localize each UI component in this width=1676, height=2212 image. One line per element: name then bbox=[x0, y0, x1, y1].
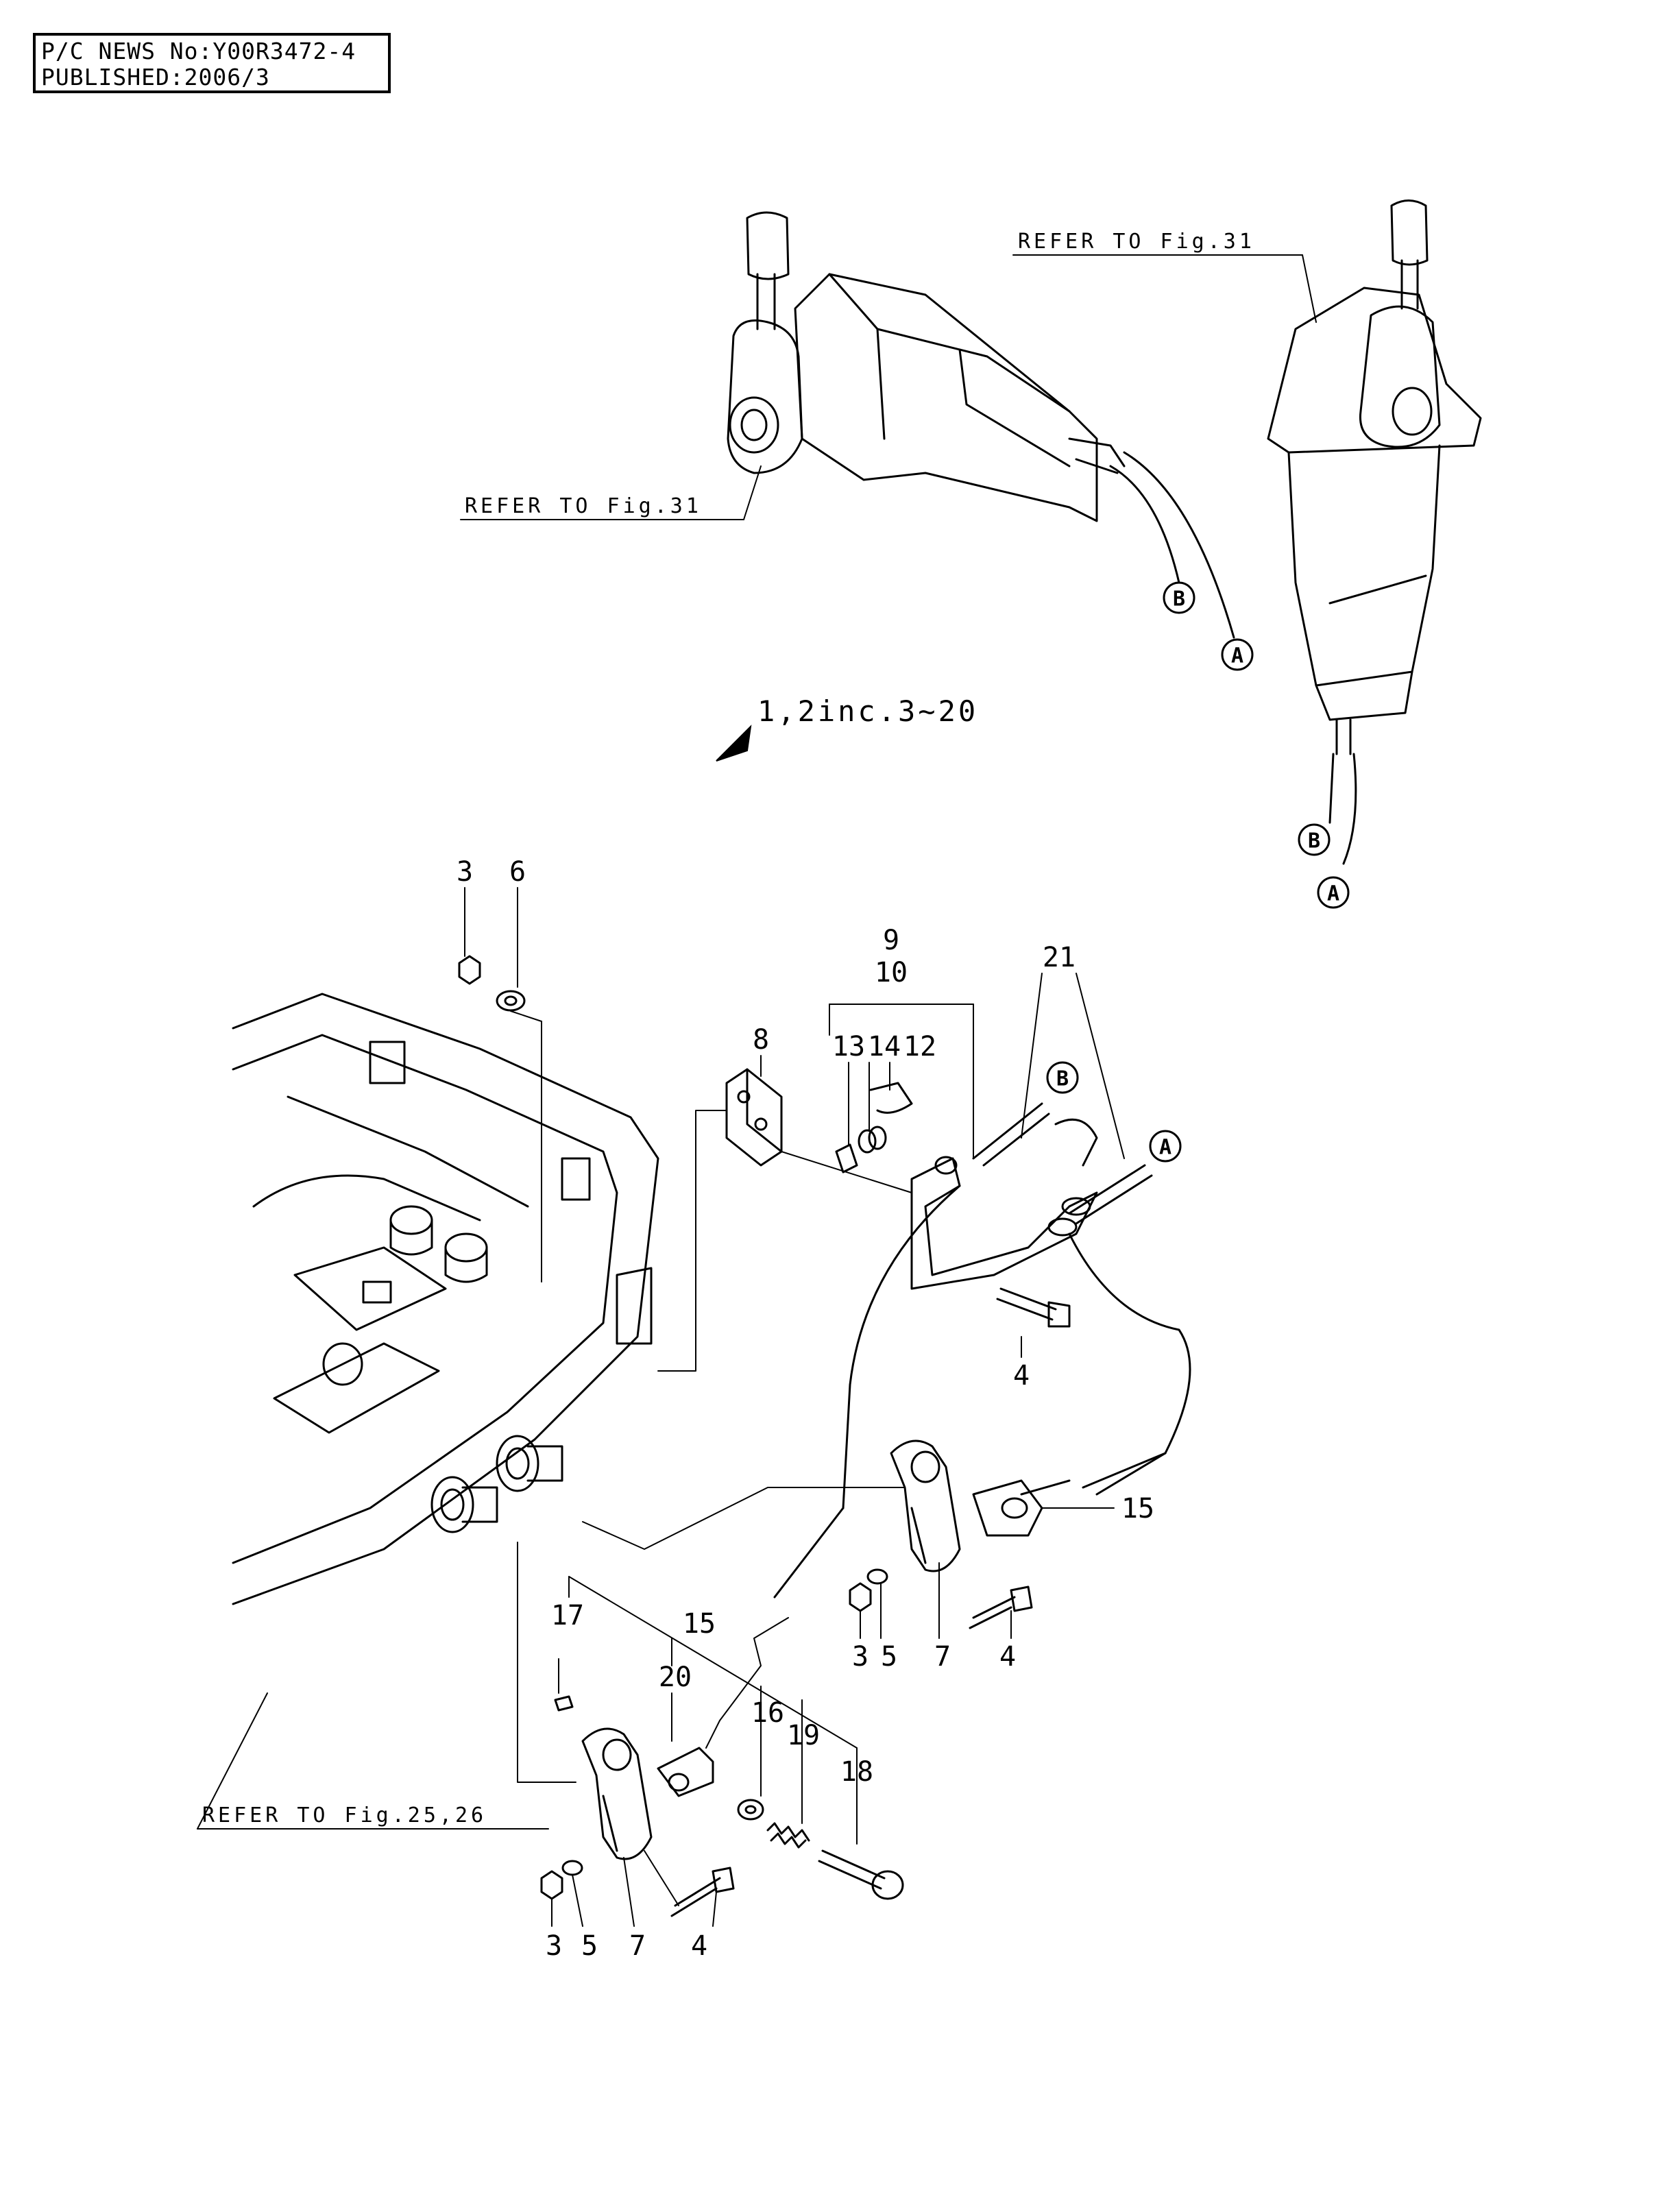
callout-b-top: B bbox=[1173, 587, 1185, 611]
cable-b-link bbox=[842, 1184, 961, 1509]
part-number-12: 12 bbox=[903, 1031, 936, 1062]
part-number-6-top: 6 bbox=[509, 856, 526, 888]
nut-3-washer-6-top bbox=[458, 955, 526, 1012]
refer-top-right: REFER TO Fig.31 bbox=[1018, 230, 1255, 254]
part-number-17: 17 bbox=[551, 1600, 584, 1631]
callout-a-bracket-circle bbox=[1149, 1130, 1182, 1163]
part-number-13: 13 bbox=[832, 1031, 865, 1062]
side-mount-control-box bbox=[727, 211, 1126, 522]
part-number-15-low: 15 bbox=[683, 1608, 716, 1640]
cable-a-link bbox=[1068, 1232, 1191, 1496]
part-number-3-mid: 3 bbox=[852, 1641, 869, 1673]
header-box: P/C NEWS No:Y00R3472-4 PUBLISHED:2006/3 bbox=[33, 33, 391, 93]
part-20-arm bbox=[657, 1747, 714, 1797]
part-number-15-right: 15 bbox=[1121, 1493, 1154, 1524]
lower-rod-link-2 bbox=[1082, 1452, 1167, 1489]
part-number-10: 10 bbox=[875, 957, 908, 988]
callout-a-right-circle bbox=[1317, 876, 1350, 909]
part-number-4-mid: 4 bbox=[1013, 1360, 1030, 1391]
callout-b-right-circle bbox=[1298, 823, 1331, 856]
callout-a-top-circle bbox=[1221, 638, 1254, 671]
part-number-3-low: 3 bbox=[546, 1930, 562, 1962]
part-number-3-top: 3 bbox=[457, 856, 473, 888]
part-13-14-12-hardware bbox=[835, 1082, 913, 1174]
callout-b-bracket: B bbox=[1056, 1067, 1069, 1091]
news-number: P/C NEWS No:Y00R3472-4 bbox=[41, 38, 356, 64]
cowling-shaft-bosses bbox=[430, 1267, 653, 1533]
part-18-pin bbox=[818, 1849, 904, 1900]
part-16-washer bbox=[737, 1799, 764, 1821]
callout-circles bbox=[1046, 581, 1350, 1163]
part-number-7-mid: 7 bbox=[934, 1641, 951, 1673]
callout-b-right: B bbox=[1308, 829, 1320, 853]
callout-a-right: A bbox=[1327, 882, 1339, 906]
cable-a-right bbox=[1342, 753, 1357, 865]
cable-b-right bbox=[1328, 753, 1335, 824]
callout-a-bracket: A bbox=[1159, 1136, 1171, 1160]
part-15-right bbox=[972, 1479, 1071, 1537]
bolt-4-mid bbox=[996, 1287, 1071, 1328]
part-number-7-low: 7 bbox=[629, 1930, 646, 1962]
part-number-20: 20 bbox=[659, 1662, 692, 1693]
lever-7-low bbox=[581, 1727, 653, 1860]
assembly-arrow-icon bbox=[716, 725, 752, 762]
part-17-pin bbox=[554, 1695, 574, 1712]
callout-a-top: A bbox=[1231, 644, 1243, 668]
mid-small-hardware bbox=[849, 1568, 1033, 1629]
refer-top-left: REFER TO Fig.31 bbox=[465, 494, 702, 518]
assembly-label: 1,2inc.3~20 bbox=[757, 694, 978, 728]
refer-bottom-left: REFER TO Fig.25,26 bbox=[202, 1803, 487, 1827]
part-21-rod-ends bbox=[972, 1102, 1153, 1237]
part-number-14: 14 bbox=[868, 1031, 901, 1062]
part-number-5-mid: 5 bbox=[881, 1641, 897, 1673]
part-number-5-low: 5 bbox=[581, 1930, 598, 1962]
part-number-8: 8 bbox=[753, 1024, 769, 1056]
part-number-21: 21 bbox=[1043, 942, 1076, 973]
part-number-19: 19 bbox=[787, 1720, 820, 1751]
part-number-16: 16 bbox=[751, 1697, 784, 1729]
part-number-9: 9 bbox=[883, 925, 899, 956]
published-date: PUBLISHED:2006/3 bbox=[41, 64, 270, 90]
callout-b-bracket-circle bbox=[1046, 1061, 1079, 1094]
part-number-18: 18 bbox=[840, 1756, 873, 1788]
part-8-block bbox=[725, 1068, 783, 1167]
leader-lines bbox=[197, 254, 1317, 1927]
part-19-spring bbox=[766, 1822, 810, 1849]
part-number-4-mid2: 4 bbox=[999, 1641, 1016, 1673]
engine-cowling bbox=[232, 993, 659, 1605]
lower-rod-link bbox=[773, 1507, 845, 1599]
callout-b-top-circle bbox=[1163, 581, 1195, 614]
lever-7-mid bbox=[890, 1439, 961, 1572]
low-small-hardware bbox=[540, 1860, 735, 1917]
top-mount-control-box bbox=[1267, 199, 1482, 755]
cable-a-top bbox=[1123, 451, 1235, 639]
part-number-4-low: 4 bbox=[691, 1930, 707, 1962]
cable-b-top bbox=[1109, 465, 1180, 584]
